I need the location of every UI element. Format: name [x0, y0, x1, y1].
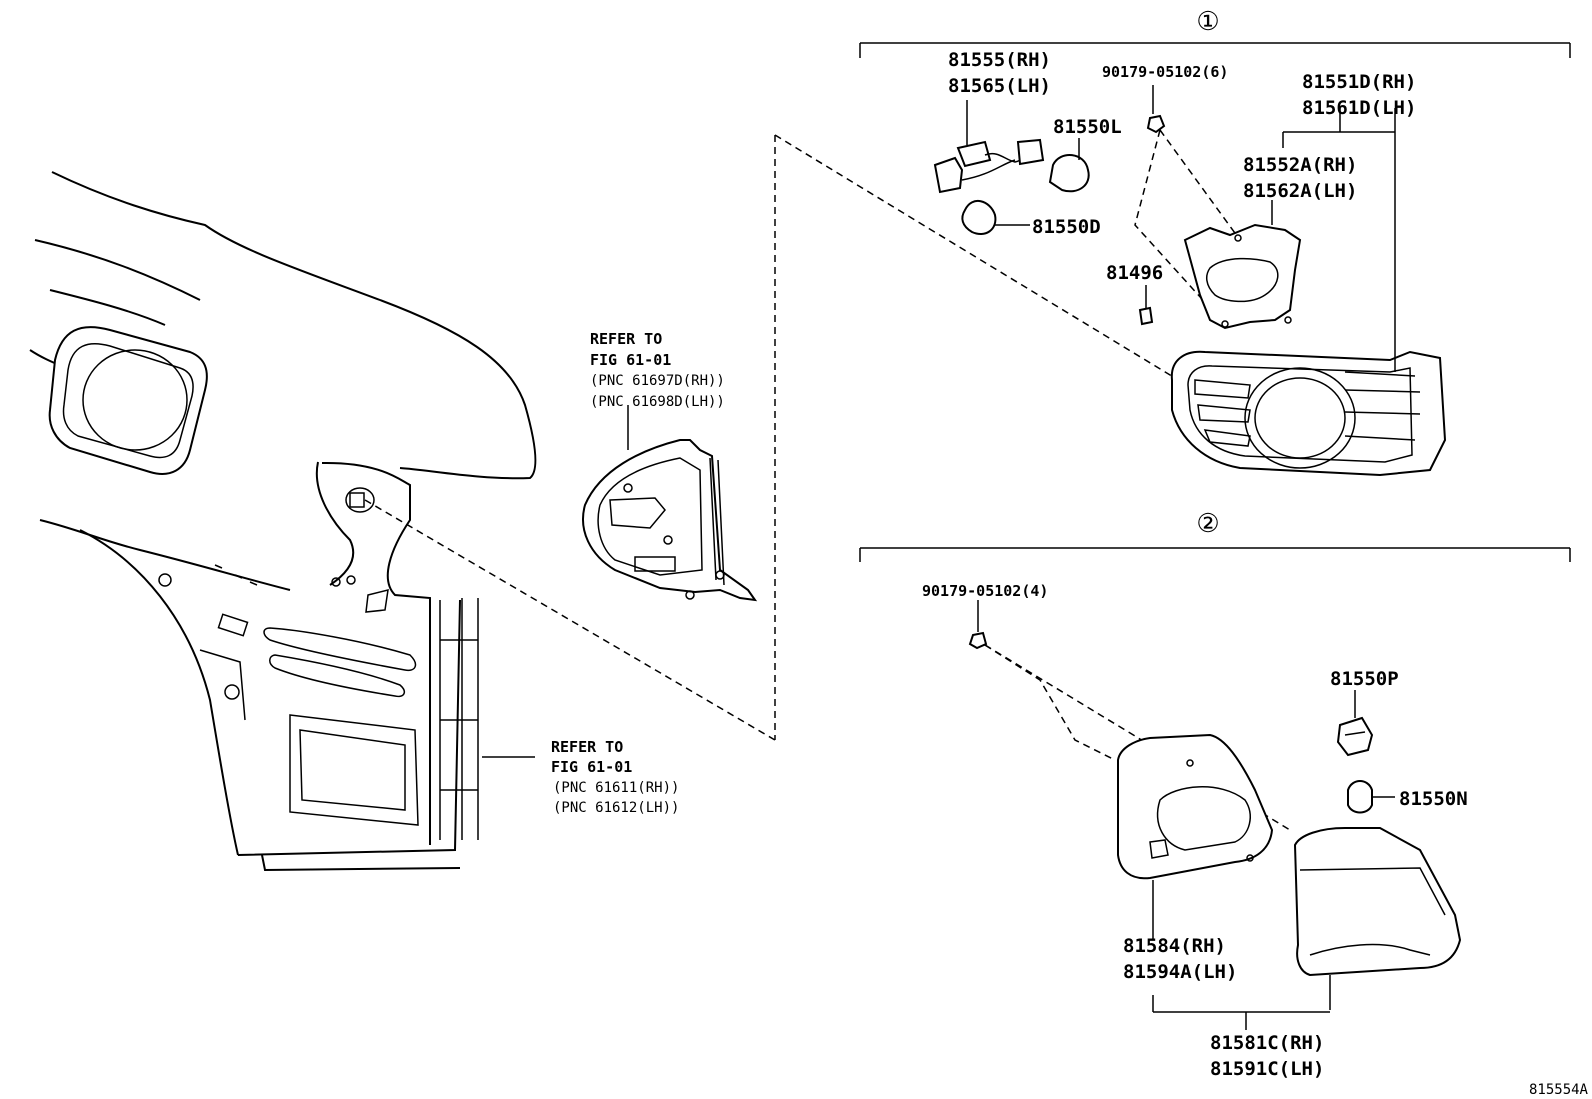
bulb-81550L	[1048, 138, 1090, 193]
refer-lower-line1: REFER TO	[551, 738, 623, 756]
label-81550l: 81550L	[1053, 116, 1122, 138]
refer-lower-line3: (PNC 61611(RH))	[553, 780, 679, 796]
label-81594a-lh: 81594A(LH)	[1123, 961, 1237, 983]
back-door-lamp-81581C	[1293, 827, 1462, 1010]
group1-marker: ①	[1196, 7, 1219, 37]
screw-90179-6	[1134, 85, 1241, 331]
clip-81496	[1138, 285, 1154, 326]
refer-lower-line2: FIG 61-01	[551, 758, 632, 776]
label-81561d-lh: 81561D(LH)	[1302, 97, 1416, 119]
vehicle-rear-body-illustration	[29, 171, 537, 872]
bulb-81550N	[1347, 780, 1395, 814]
label-81550p: 81550P	[1330, 668, 1399, 690]
rear-combination-lamp-81551D	[1170, 108, 1447, 477]
label-81591c-lh: 81591C(LH)	[1210, 1058, 1324, 1080]
bracket-81581C	[1152, 995, 1330, 1030]
quarter-panel-reference-part	[582, 439, 758, 602]
screw-90179-4	[968, 600, 1291, 831]
group2-bracket	[859, 547, 1571, 562]
refer-upper-line4: (PNC 61698D(LH))	[590, 394, 725, 410]
label-81581c-rh: 81581C(RH)	[1210, 1032, 1324, 1054]
refer-upper-line1: REFER TO	[590, 330, 662, 348]
socket-81550P	[1336, 690, 1374, 757]
refer-upper-line2: FIG 61-01	[590, 351, 671, 369]
label-81565-lh: 81565(LH)	[948, 75, 1051, 97]
bulb-81550D	[961, 200, 1030, 235]
label-81552a-rh: 81552A(RH)	[1243, 154, 1357, 176]
label-81496: 81496	[1106, 262, 1163, 284]
label-90179-05102-4: 90179-05102(4)	[922, 582, 1048, 600]
label-81551d-rh: 81551D(RH)	[1302, 71, 1416, 93]
refer-lower-line4: (PNC 61612(LH))	[553, 800, 679, 816]
projection-lines	[364, 134, 1176, 758]
gasket-81584	[1117, 733, 1274, 940]
label-81555-rh: 81555(RH)	[948, 49, 1051, 71]
label-81562a-lh: 81562A(LH)	[1243, 180, 1357, 202]
socket-wiring-harness-81555	[933, 100, 1045, 194]
group1-bracket	[859, 42, 1571, 58]
diagram-code: 815554A	[1529, 1082, 1589, 1098]
gasket-81552A	[1183, 200, 1302, 330]
label-81584-rh: 81584(RH)	[1123, 935, 1226, 957]
refer-upper-line3: (PNC 61697D(RH))	[590, 373, 725, 389]
label-81550n: 81550N	[1399, 788, 1468, 810]
group2-marker: ②	[1196, 509, 1219, 539]
label-81550d: 81550D	[1032, 216, 1101, 238]
label-90179-05102-6: 90179-05102(6)	[1102, 63, 1228, 81]
